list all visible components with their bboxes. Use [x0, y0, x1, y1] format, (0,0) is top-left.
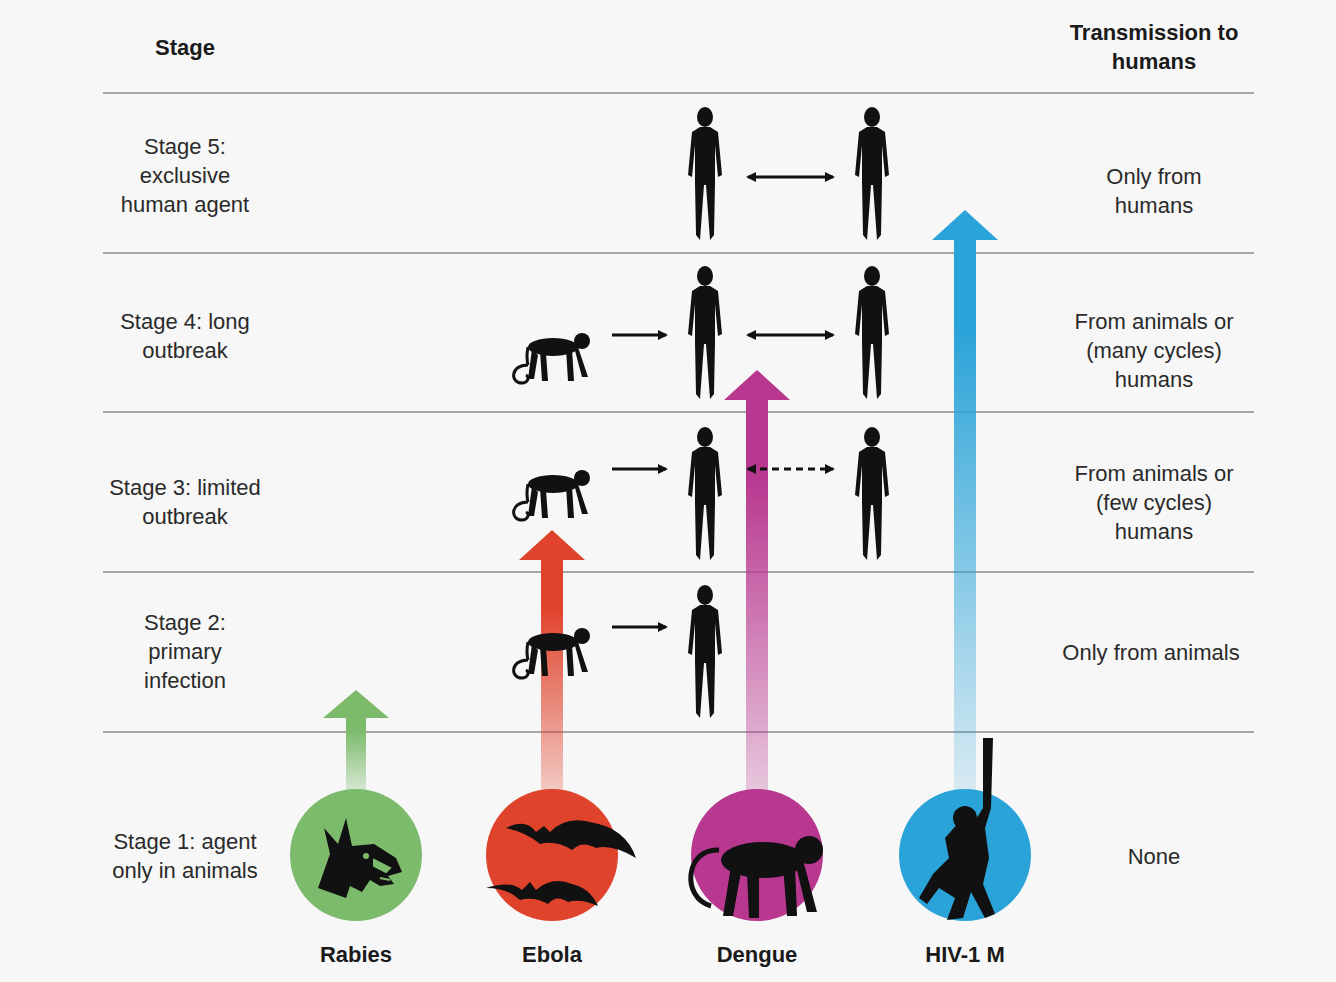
pathogen-circle: HIV-1 M [881, 720, 1049, 980]
row-label: Only from animals [1041, 638, 1261, 667]
row-label: Stage 5: exclusive human agent [105, 132, 265, 219]
row-label: Stage 2: primary infection [105, 608, 265, 695]
pathogen-circle: Rabies [272, 720, 440, 980]
row-label: Stage 3: limited outbreak [105, 473, 265, 531]
pathogen-name: HIV-1 M [881, 942, 1049, 968]
stage-arrow [932, 210, 998, 792]
stage-arrow [519, 530, 585, 792]
circle-icon [677, 720, 837, 940]
pathogen-name: Rabies [272, 942, 440, 968]
row-label: Stage 4: long outbreak [105, 307, 265, 365]
circle-icon [885, 720, 1045, 940]
transmission-arrows [612, 177, 833, 627]
row-label: Stage 1: agent only in animals [105, 827, 265, 885]
pathogen-circle: Dengue [673, 720, 841, 980]
row-rules [103, 93, 1254, 732]
row-label: From animals or (many cycles) humans [1064, 307, 1244, 394]
stage-arrow [724, 370, 790, 792]
people [688, 107, 889, 718]
pathogen-name: Dengue [673, 942, 841, 968]
column-header: Transmission to humans [1069, 18, 1239, 76]
monkeys [514, 333, 590, 678]
stage-arrow [323, 690, 389, 792]
circle-icon [276, 720, 436, 940]
pathogen-circle: Ebola [468, 720, 636, 980]
pathogen-name: Ebola [468, 942, 636, 968]
row-label: Only from humans [1069, 162, 1239, 220]
row-label: From animals or (few cycles) humans [1069, 459, 1239, 546]
column-header: Stage [105, 33, 265, 62]
circle-icon [472, 720, 632, 940]
row-label: None [1074, 842, 1234, 871]
